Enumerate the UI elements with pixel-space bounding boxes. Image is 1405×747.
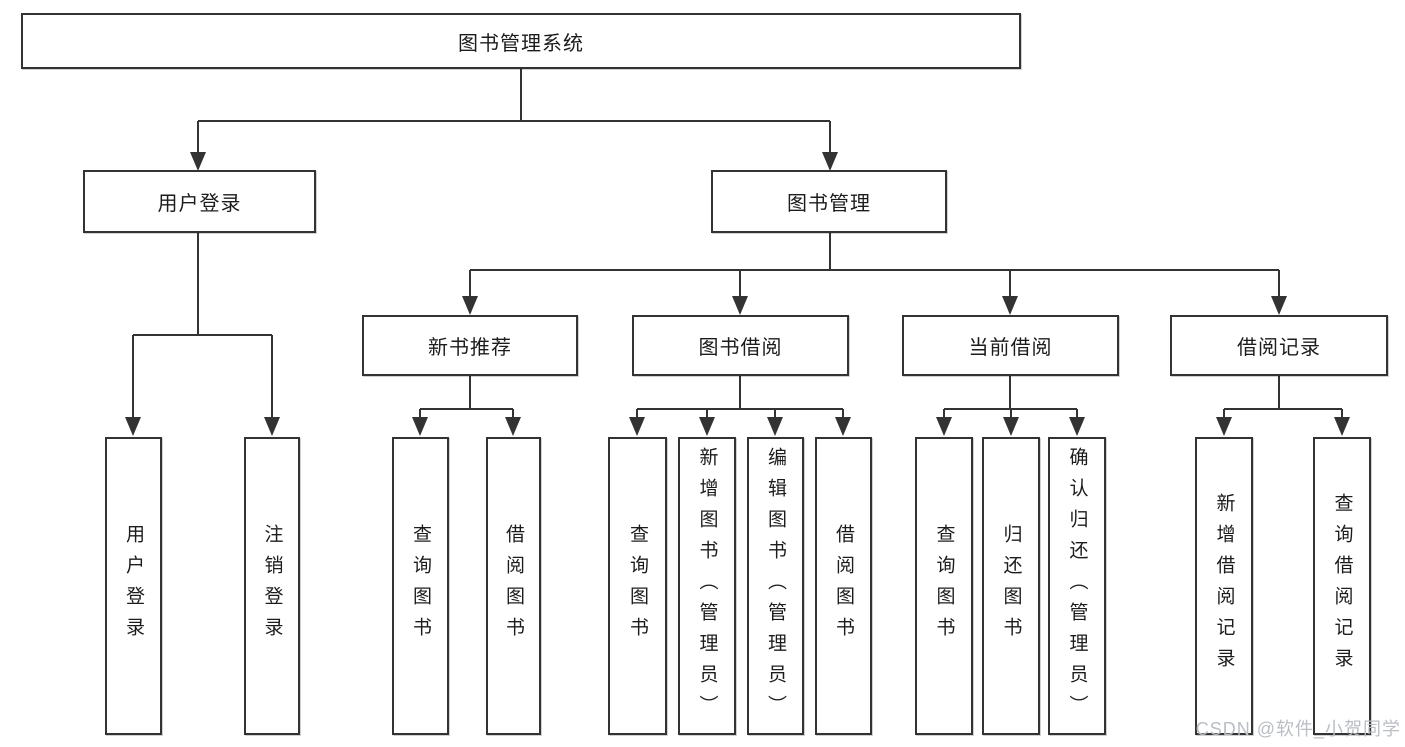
csdn-watermark: CSDN @软件_小贺同学 [1195, 719, 1401, 739]
leaf-add-borrow-record: 新增借阅记录 [1195, 437, 1253, 735]
node-borrowing-records: 借阅记录 [1170, 315, 1388, 376]
leaf-query-borrow-record: 查询借阅记录 [1313, 437, 1371, 735]
leaf-edit-books-admin: 编辑图书（管理员） [747, 437, 804, 735]
node-book-borrowing: 图书借阅 [632, 315, 849, 376]
leaf-query-books-borrowing: 查询图书 [608, 437, 667, 735]
leaf-borrow-books-recommend: 借阅图书 [486, 437, 541, 735]
node-root: 图书管理系统 [21, 13, 1021, 69]
leaf-query-books-recommend: 查询图书 [392, 437, 449, 735]
leaf-confirm-return-admin: 确认归还（管理员） [1048, 437, 1106, 735]
node-book-management: 图书管理 [711, 170, 947, 233]
leaf-borrow-books-borrowing: 借阅图书 [815, 437, 872, 735]
leaf-return-books: 归还图书 [982, 437, 1040, 735]
leaf-logout: 注销登录 [244, 437, 300, 735]
node-user-login: 用户登录 [83, 170, 316, 233]
node-new-book-recommend: 新书推荐 [362, 315, 578, 376]
leaf-user-login: 用户登录 [105, 437, 162, 735]
leaf-query-books-current: 查询图书 [915, 437, 973, 735]
node-current-borrowing: 当前借阅 [902, 315, 1119, 376]
leaf-add-books-admin: 新增图书（管理员） [678, 437, 736, 735]
